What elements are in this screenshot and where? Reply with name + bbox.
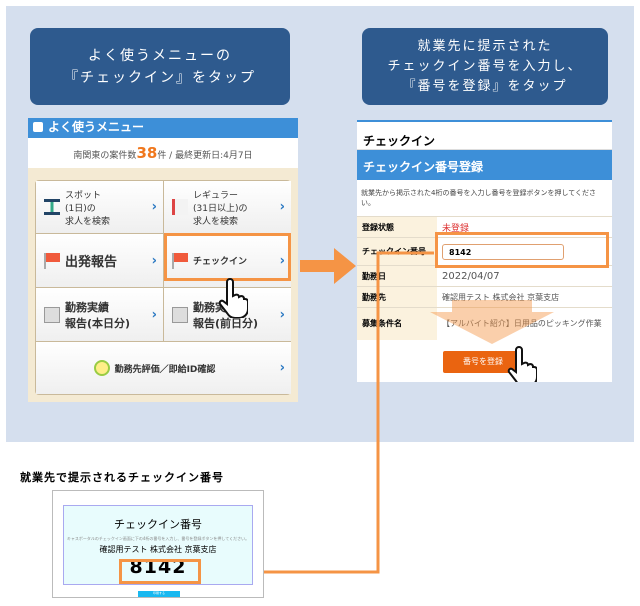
menu-item-report-today[interactable]: 勤務実績 報告(本日分) ›: [36, 288, 164, 342]
flag-icon: [172, 252, 188, 269]
menu-screenshot: よく使うメニュー 南関東の案件数38件 / 最終更新日:4月7日 スポット (1…: [28, 118, 298, 402]
menu-item-label: スポット (1日)の 求人を検索: [65, 190, 111, 227]
calendar-icon: [172, 199, 188, 215]
search-icon: [33, 122, 43, 132]
count-line: 南関東の案件数38件 / 最終更新日:4月7日: [28, 138, 298, 168]
arrow-right-icon: [300, 248, 356, 284]
instruction-callout-right: 就業先に提示された チェックイン番号を入力し、 『番号を登録』をタップ: [362, 28, 608, 105]
register-number-button[interactable]: 番号を登録: [443, 351, 523, 373]
callout-line: 就業先に提示された: [417, 38, 553, 54]
hand-pointer-icon: [218, 278, 248, 318]
callout-line: よく使うメニューの: [88, 47, 232, 64]
menu-grid: スポット (1日)の 求人を検索› レギュラー (31日以上)の 求人を検索› …: [35, 180, 291, 395]
print-button[interactable]: 印刷する: [138, 591, 180, 597]
menu-item-departure[interactable]: 出発報告 ›: [36, 234, 164, 288]
menu-header: よく使うメニュー: [28, 118, 298, 138]
chevron-right-icon: ›: [151, 253, 157, 268]
stars-badge-icon: [93, 360, 110, 376]
card-inner: チェックイン番号 キャスポータルのチェックイン画面に下の4桁の番号を入力し、番号…: [63, 505, 253, 585]
checkin-number-card: チェックイン番号 キャスポータルのチェックイン画面に下の4桁の番号を入力し、番号…: [52, 490, 264, 598]
checkin-band: チェックイン番号登録: [357, 150, 612, 180]
row-value: 確認用テスト 株式会社 京葉支店: [437, 286, 612, 308]
arrow-down-icon: [430, 300, 554, 344]
instruction-callout-left: よく使うメニューの 『チェックイン』をタップ: [30, 28, 290, 105]
callout-line: 『チェックイン』をタップ: [64, 69, 256, 86]
hand-pointer-icon: [507, 346, 537, 382]
flag-icon: [44, 252, 60, 269]
checkin-title: チェックイン: [357, 120, 612, 150]
menu-item-label: レギュラー (31日以上)の 求人を検索: [193, 190, 248, 227]
callout-line: チェックイン番号を入力し、: [387, 58, 583, 74]
table-row: 募集条件名【アルバイト紹介】日用品のピッキング作業: [357, 307, 612, 340]
card-title: チェックイン番号: [114, 518, 202, 531]
menu-header-label: よく使うメニュー: [48, 120, 145, 134]
count-suffix: 件 / 最終更新日:4月7日: [157, 151, 253, 161]
caption: 就業先で提示されるチェックイン番号: [20, 471, 224, 484]
row-key: 募集条件名: [357, 307, 437, 340]
count-prefix: 南関東の案件数: [73, 151, 137, 161]
menu-item-label: 勤務先評価／即給ID確認: [114, 364, 216, 375]
chevron-right-icon: ›: [151, 307, 157, 322]
menu-item-label: 勤務実績 報告(本日分): [65, 300, 131, 330]
report-icon: [44, 306, 60, 323]
table-row: 勤務先確認用テスト 株式会社 京葉支店: [357, 286, 612, 308]
checkin-screenshot: チェックイン チェックイン番号登録 就業先から掲示された4桁の番号を入力し番号を…: [357, 120, 612, 382]
callout-line: 『番号を登録』をタップ: [402, 78, 568, 94]
card-company: 確認用テスト 株式会社 京葉支店: [99, 545, 217, 554]
checkin-description: 就業先から掲示された4桁の番号を入力し番号を登録ボタンを押してください。: [361, 189, 597, 207]
card-subtitle: キャスポータルのチェックイン画面に下の4桁の番号を入力し、番号を登録ボタンを押し…: [66, 536, 250, 541]
menu-item-label: 出発報告: [65, 255, 118, 270]
chevron-right-icon: ›: [151, 199, 157, 215]
menu-item-evaluation[interactable]: 勤務先評価／即給ID確認 ›: [36, 342, 291, 394]
menu-item-spot[interactable]: スポット (1日)の 求人を検索 ›: [36, 181, 164, 234]
row-key: 登録状態: [357, 216, 437, 238]
count-value: 38: [136, 144, 158, 162]
input-highlight: [435, 232, 609, 268]
chevron-right-icon: ›: [279, 253, 285, 268]
chevron-right-icon: ›: [279, 307, 285, 322]
row-value: 【アルバイト紹介】日用品のピッキング作業: [437, 307, 612, 340]
menu-item-regular[interactable]: レギュラー (31日以上)の 求人を検索 ›: [164, 181, 291, 234]
chevron-right-icon: ›: [279, 199, 285, 215]
chevron-right-icon: ›: [279, 360, 285, 376]
number-highlight: [119, 559, 201, 584]
report-icon: [172, 306, 188, 323]
hourglass-icon: [44, 199, 60, 215]
checkin-number-input[interactable]: 8142: [442, 243, 564, 260]
menu-item-label: チェックイン: [193, 257, 248, 267]
